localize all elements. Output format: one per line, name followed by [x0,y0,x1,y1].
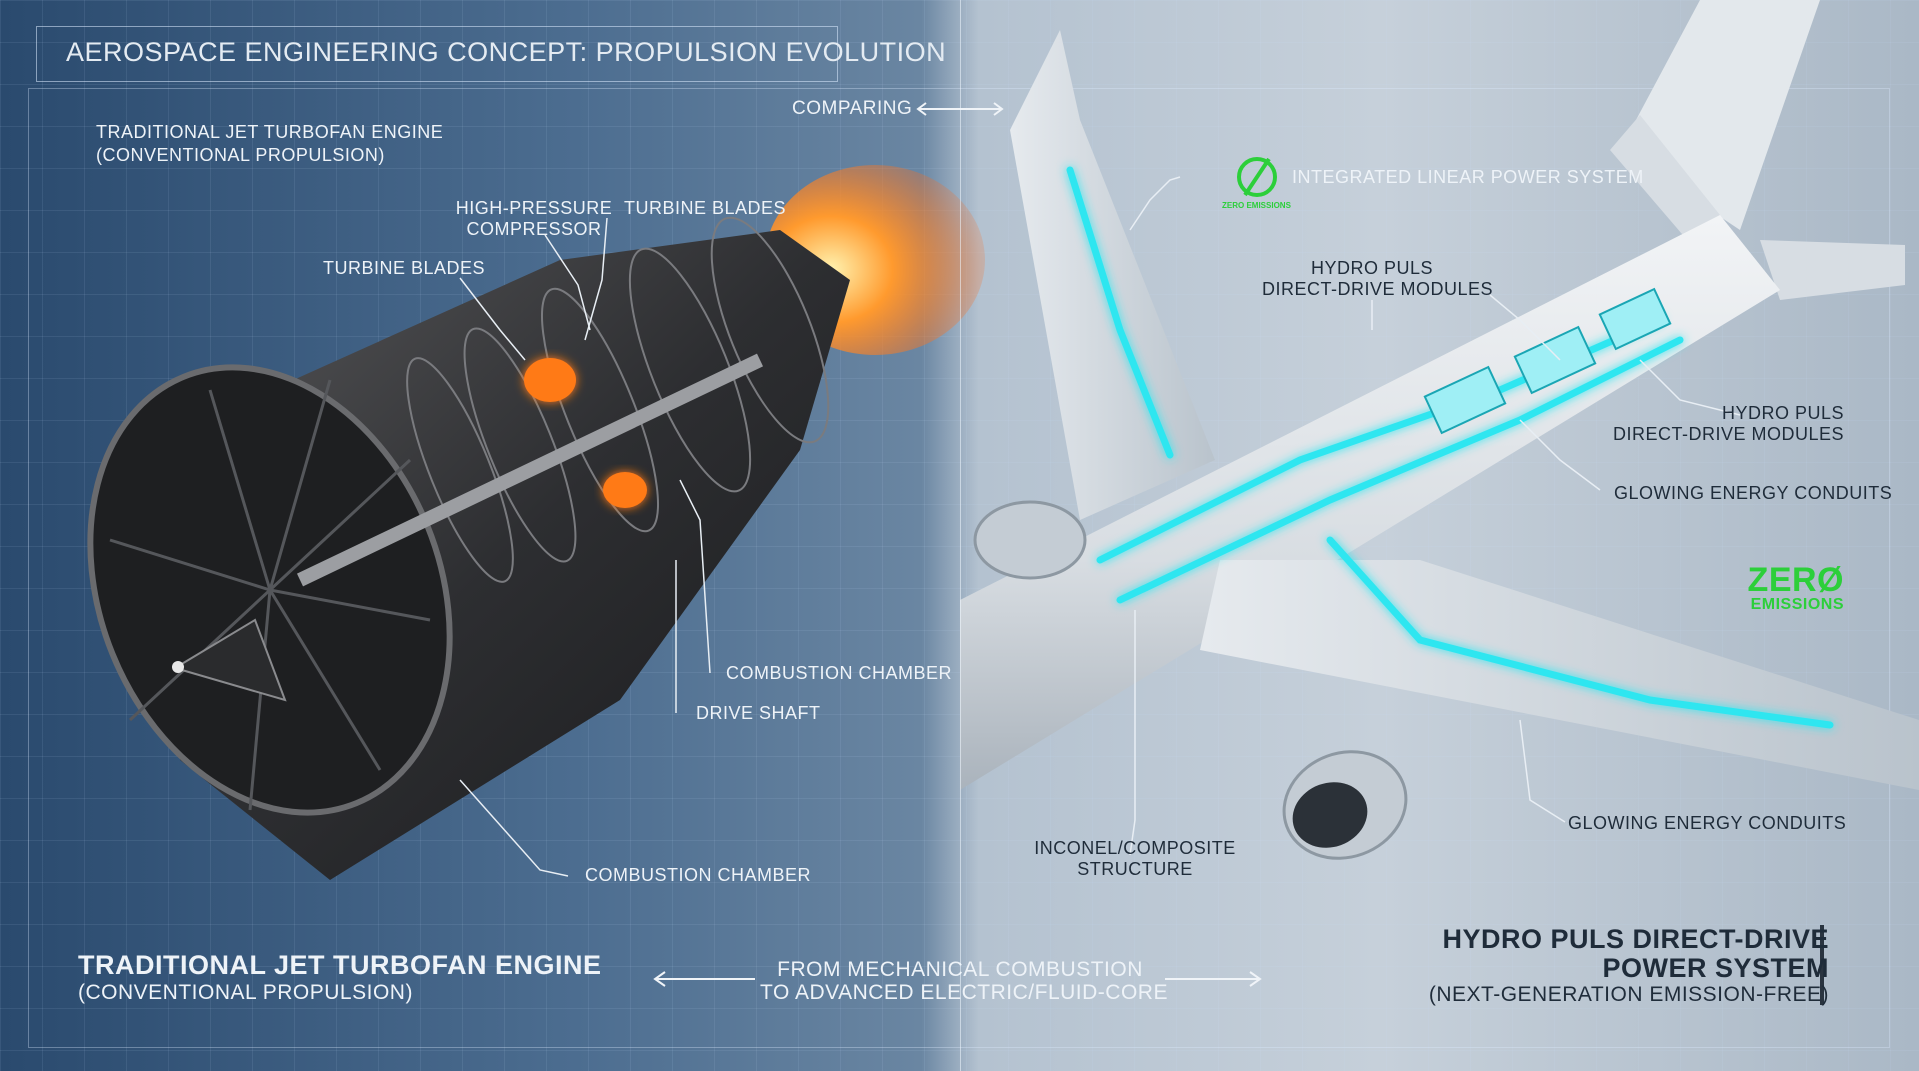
integrated-linear-power-label: INTEGRATED LINEAR POWER SYSTEM [1292,167,1644,187]
zero-big-label: ZERØ [1747,561,1844,599]
combustion-chamber-bottom-label: COMBUSTION CHAMBER [585,865,812,885]
combustion-glow-lower [603,472,647,508]
center-divider [960,0,961,1071]
hydro-modules-right-label-line2: DIRECT-DRIVE MODULES [1612,424,1844,444]
page-title: AEROSPACE ENGINEERING CONCEPT: PROPULSIO… [66,37,947,67]
upper-wing [1010,30,1215,520]
hydro-modules-top-label-line2: DIRECT-DRIVE MODULES [1262,279,1494,299]
comparing-label: COMPARING [792,98,913,119]
zero-emissions-badge-text: ZERO EMISSIONS [1222,201,1291,210]
hydro-modules-top-label-line1: HYDRO PULS [1310,258,1434,278]
direct-drive-modules [1423,287,1672,435]
horizontal-stabilizer-upper [1610,115,1720,255]
compressor-stages [406,216,830,583]
zero-emissions-badge [1237,157,1277,197]
blueprint-frame [28,88,1890,1048]
left-bottom-subheading: (CONVENTIONAL PROPULSION) [78,981,413,1004]
nose-cone [172,618,287,702]
drive-shaft-label: DRIVE SHAFT [696,703,821,723]
turbine-blades-top-label: TURBINE BLADES [624,198,787,218]
center-caption-line1: FROM MECHANICAL COMBUSTION [777,958,1143,981]
leader-lines [459,176,1741,877]
turbofan-engine-illustration [87,165,985,880]
lower-engine-intake [1292,782,1368,848]
right-heading-bar [1820,925,1824,1005]
turbine-blades-left-label: TURBINE BLADES [323,258,486,278]
right-bottom-subheading: (NEXT-GENERATION EMISSION-FREE) [1428,983,1829,1006]
nose-cone-tip [172,661,184,673]
zero-big-sub-label: EMISSIONS [1750,596,1844,613]
center-caption-line2: TO ADVANCED ELECTRIC/FLUID-CORE [760,981,1168,1004]
hp-compressor-label-line2: COMPRESSOR [466,219,602,239]
combustion-chamber-right-label: COMBUSTION CHAMBER [726,663,953,683]
hydro-modules-right-label-line1: HYDRO PULS [1721,403,1844,423]
left-top-label-line1: TRADITIONAL JET TURBOFAN ENGINE [96,122,444,142]
combustion-glow-upper [524,358,576,402]
upper-engine-nacelle [973,500,1087,580]
glowing-conduits-top-label: GLOWING ENERGY CONDUITS [1614,483,1893,503]
left-top-label-line2: (CONVENTIONAL PROPULSION) [96,145,385,165]
drive-shaft-part [296,353,764,587]
airplane-illustration [960,0,1919,860]
title-box [36,26,838,82]
fan-blades [109,379,431,811]
horizontal-stabilizer-right [1760,240,1905,300]
inconel-label-line2: STRUCTURE [1077,859,1193,879]
inconel-label-line1: INCONEL/COMPOSITE [1034,838,1236,858]
hp-compressor-label-line1: HIGH-PRESSURE [455,198,613,218]
right-bottom-heading-line1: HYDRO PULS DIRECT-DRIVE [1442,924,1829,954]
left-bottom-heading: TRADITIONAL JET TURBOFAN ENGINE [78,950,602,980]
right-bottom-heading-line2: POWER SYSTEM [1602,953,1829,983]
glowing-conduits-bottom-label: GLOWING ENERGY CONDUITS [1568,813,1847,833]
